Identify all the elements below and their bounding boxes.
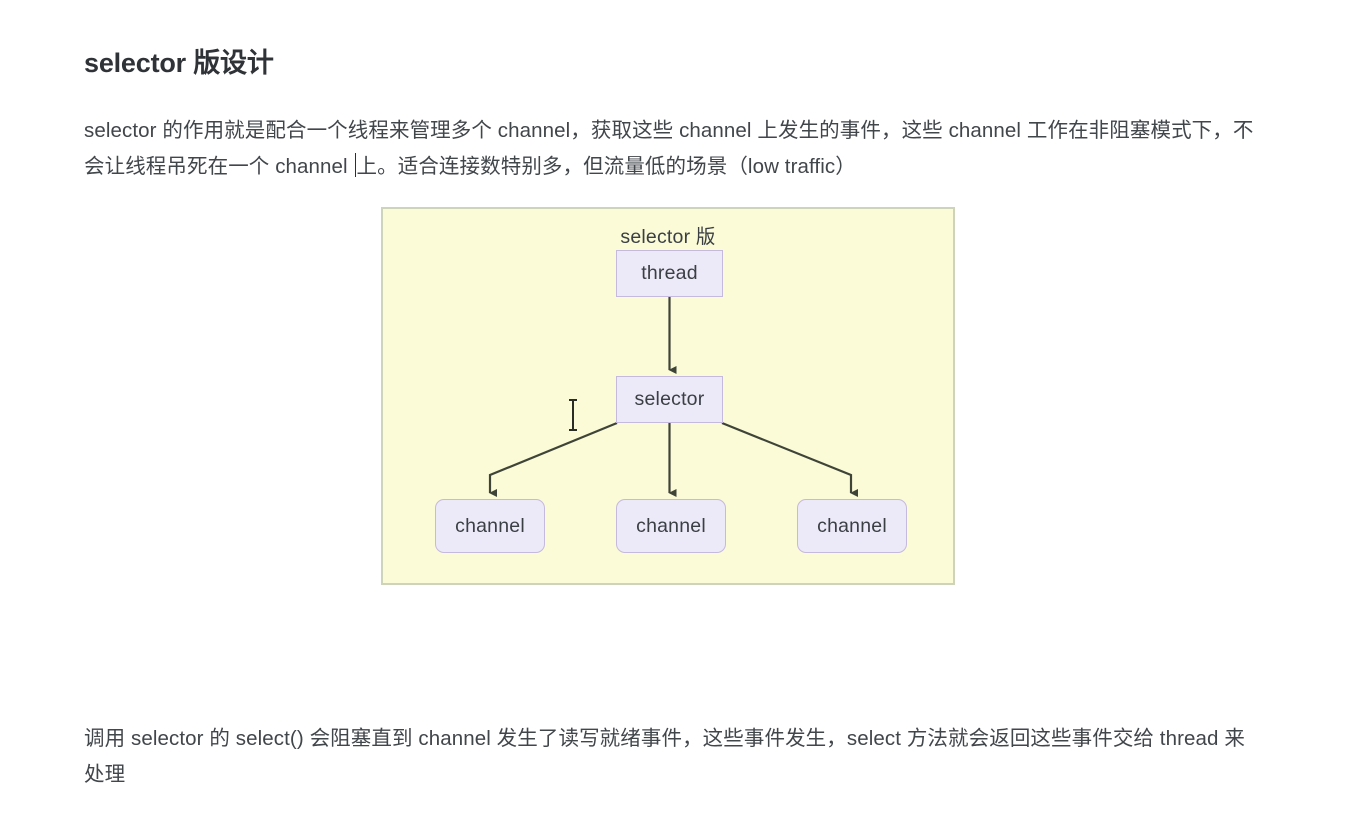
diagram-title: selector 版 [620,226,716,248]
diagram-node-channel-2-label: channel [636,514,706,537]
diagram-node-selector-label: selector [634,388,705,410]
diagram-node-channel-3[interactable]: channel [797,499,907,553]
selector-architecture-diagram[interactable]: selector 版 thread selector channel [381,207,955,585]
intro-paragraph-text-before-caret: selector 的作用就是配合一个线程来管理多个 channel，获取这些 c… [84,118,1254,178]
text-caret [354,152,356,177]
diagram-node-channel-1-label: channel [455,514,525,537]
page-title: selector 版设计 [84,48,274,79]
closing-paragraph[interactable]: 调用 selector 的 select() 会阻塞直到 channel 发生了… [84,726,1245,786]
diagram-node-selector[interactable]: selector [616,376,723,423]
diagram-node-thread-label: thread [641,262,698,284]
intro-paragraph[interactable]: selector 的作用就是配合一个线程来管理多个 channel，获取这些 c… [84,113,1259,185]
diagram-node-channel-1[interactable]: channel [435,499,545,553]
diagram-node-channel-3-label: channel [817,514,887,537]
diagram-node-thread[interactable]: thread [616,250,723,297]
diagram-node-channel-2[interactable]: channel [616,499,726,553]
intro-paragraph-text-after-caret: 上。适合连接数特别多，但流量低的场景（low traffic） [356,154,856,178]
